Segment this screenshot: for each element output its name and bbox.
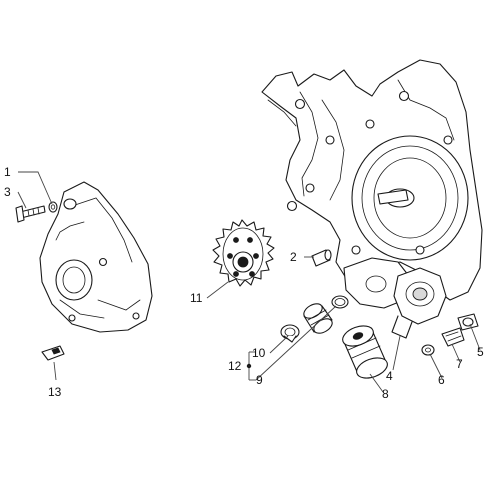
sprocket-gear bbox=[212, 219, 275, 287]
oil-pump-housing bbox=[391, 267, 447, 339]
callout-1: 1 bbox=[4, 165, 11, 179]
oil-strainer bbox=[303, 303, 333, 334]
callout-11: 11 bbox=[190, 291, 203, 305]
side-cover bbox=[39, 181, 153, 333]
callout-12: 12 bbox=[228, 359, 242, 373]
callout-13: 13 bbox=[48, 385, 62, 399]
callout-labels: 1 3 2 11 12 10 9 8 4 6 7 5 13 bbox=[4, 165, 484, 401]
callout-5: 5 bbox=[477, 345, 484, 359]
crankcase-housing bbox=[261, 59, 483, 309]
callout-7: 7 bbox=[456, 357, 463, 371]
oil-filter-cartridge bbox=[342, 325, 388, 379]
filter-cap bbox=[280, 324, 300, 343]
leader-lines bbox=[17, 171, 481, 393]
dowel-pin bbox=[311, 249, 332, 267]
callout-8: 8 bbox=[382, 387, 389, 401]
drain-plug bbox=[441, 327, 465, 347]
callout-6: 6 bbox=[438, 373, 445, 387]
cover-bolt bbox=[15, 205, 46, 223]
cover-washer bbox=[48, 201, 58, 213]
oil-pressure-sensor bbox=[457, 313, 479, 331]
sealing-washer bbox=[421, 344, 435, 356]
callout-9: 9 bbox=[256, 373, 263, 387]
o-ring bbox=[331, 295, 349, 309]
retaining-clip bbox=[41, 345, 65, 361]
callout-10: 10 bbox=[252, 346, 266, 360]
callout-3: 3 bbox=[4, 185, 11, 199]
callout-2: 2 bbox=[290, 250, 297, 264]
callout-4: 4 bbox=[386, 369, 393, 383]
